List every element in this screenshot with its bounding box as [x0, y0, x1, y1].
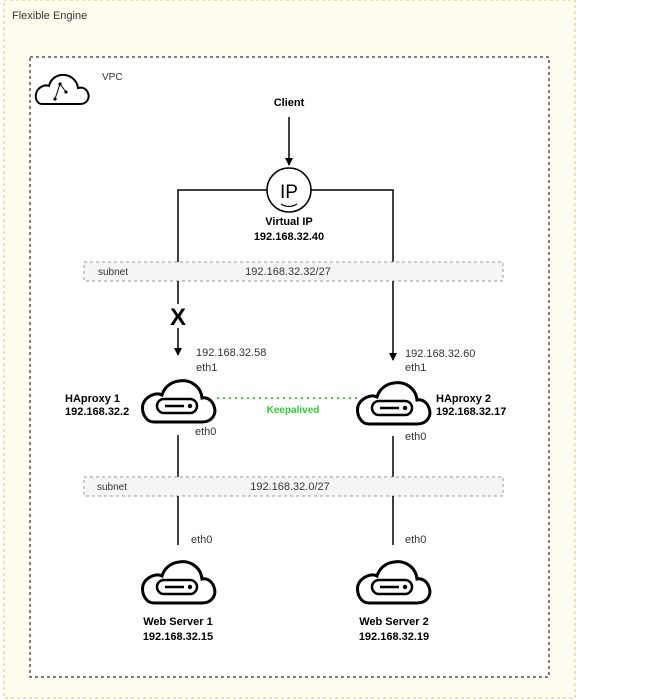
vip-left-line	[177, 189, 267, 262]
subnet-2-label: subnet	[97, 482, 127, 493]
flexible-engine-label: Flexible Engine	[12, 10, 87, 22]
subnet-1-label: subnet	[98, 267, 128, 278]
haproxy-2-eth1: eth1	[405, 362, 426, 374]
haproxy-1-address: 192.168.32.2	[65, 406, 129, 418]
haproxy-2-eth1-ip: 192.168.32.60	[405, 348, 475, 360]
haproxy-1-eth0: eth0	[195, 426, 216, 438]
haproxy-1-eth1-ip: 192.168.32.58	[196, 347, 266, 359]
client-label: Client	[274, 97, 305, 109]
keepalived-label: Keepalived	[267, 405, 320, 416]
subnet-1-cidr: 192.168.32.32/27	[245, 266, 331, 278]
virtual-ip-name: Virtual IP	[265, 216, 312, 228]
haproxy-2-eth0: eth0	[405, 431, 426, 443]
subnet-bar-2	[83, 476, 504, 497]
failure-marker: X	[170, 304, 186, 331]
subnet-bar-1	[83, 261, 504, 282]
web-2-eth0: eth0	[405, 534, 426, 546]
web-1-address: 192.168.32.15	[143, 631, 213, 643]
web-2-address: 192.168.32.19	[359, 631, 429, 643]
vpc-label: VPC	[102, 72, 123, 83]
web-1-name: Web Server 1	[143, 616, 213, 628]
svg-text:IP: IP	[280, 182, 298, 203]
web-2-name: Web Server 2	[359, 616, 429, 628]
haproxy-1-eth1: eth1	[196, 362, 217, 374]
haproxy-2-name: HAproxy 2	[436, 393, 491, 405]
vip-right-line	[311, 189, 394, 262]
virtual-ip-address: 192.168.32.40	[254, 231, 324, 243]
web-1-eth0: eth0	[191, 534, 212, 546]
haproxy-2-address: 192.168.32.17	[436, 406, 506, 418]
virtual-ip-icon: IP	[266, 167, 312, 213]
haproxy-1-name: HAproxy 1	[65, 393, 120, 405]
vpc-cloud-icon	[34, 73, 90, 105]
subnet-2-cidr: 192.168.32.0/27	[250, 481, 330, 493]
